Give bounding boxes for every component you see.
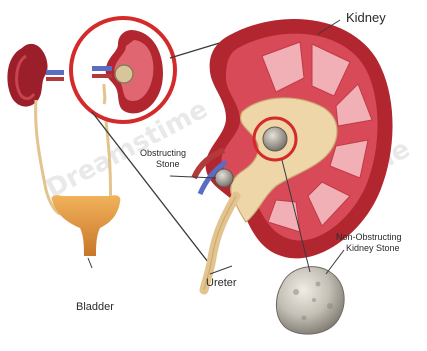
label-ureter: Ureter [206,277,237,289]
label-bladder: Bladder [76,301,114,313]
bladder [52,195,121,256]
obstructing-stone [215,169,233,187]
highlight-circle-group [71,18,175,122]
label-obstructing-stone-line2: Stone [156,159,180,169]
non-obstructing-stone [276,267,344,334]
label-kidney: Kidney [346,10,386,25]
label-non-obstructing-line2: Kidney Stone [346,243,400,253]
label-non-obstructing-line1: Non-Obstructing [336,232,402,242]
overview-kidney-left [7,44,64,107]
ureter-tube [204,196,236,290]
label-obstructing-stone-line1: Obstructing [140,148,186,158]
